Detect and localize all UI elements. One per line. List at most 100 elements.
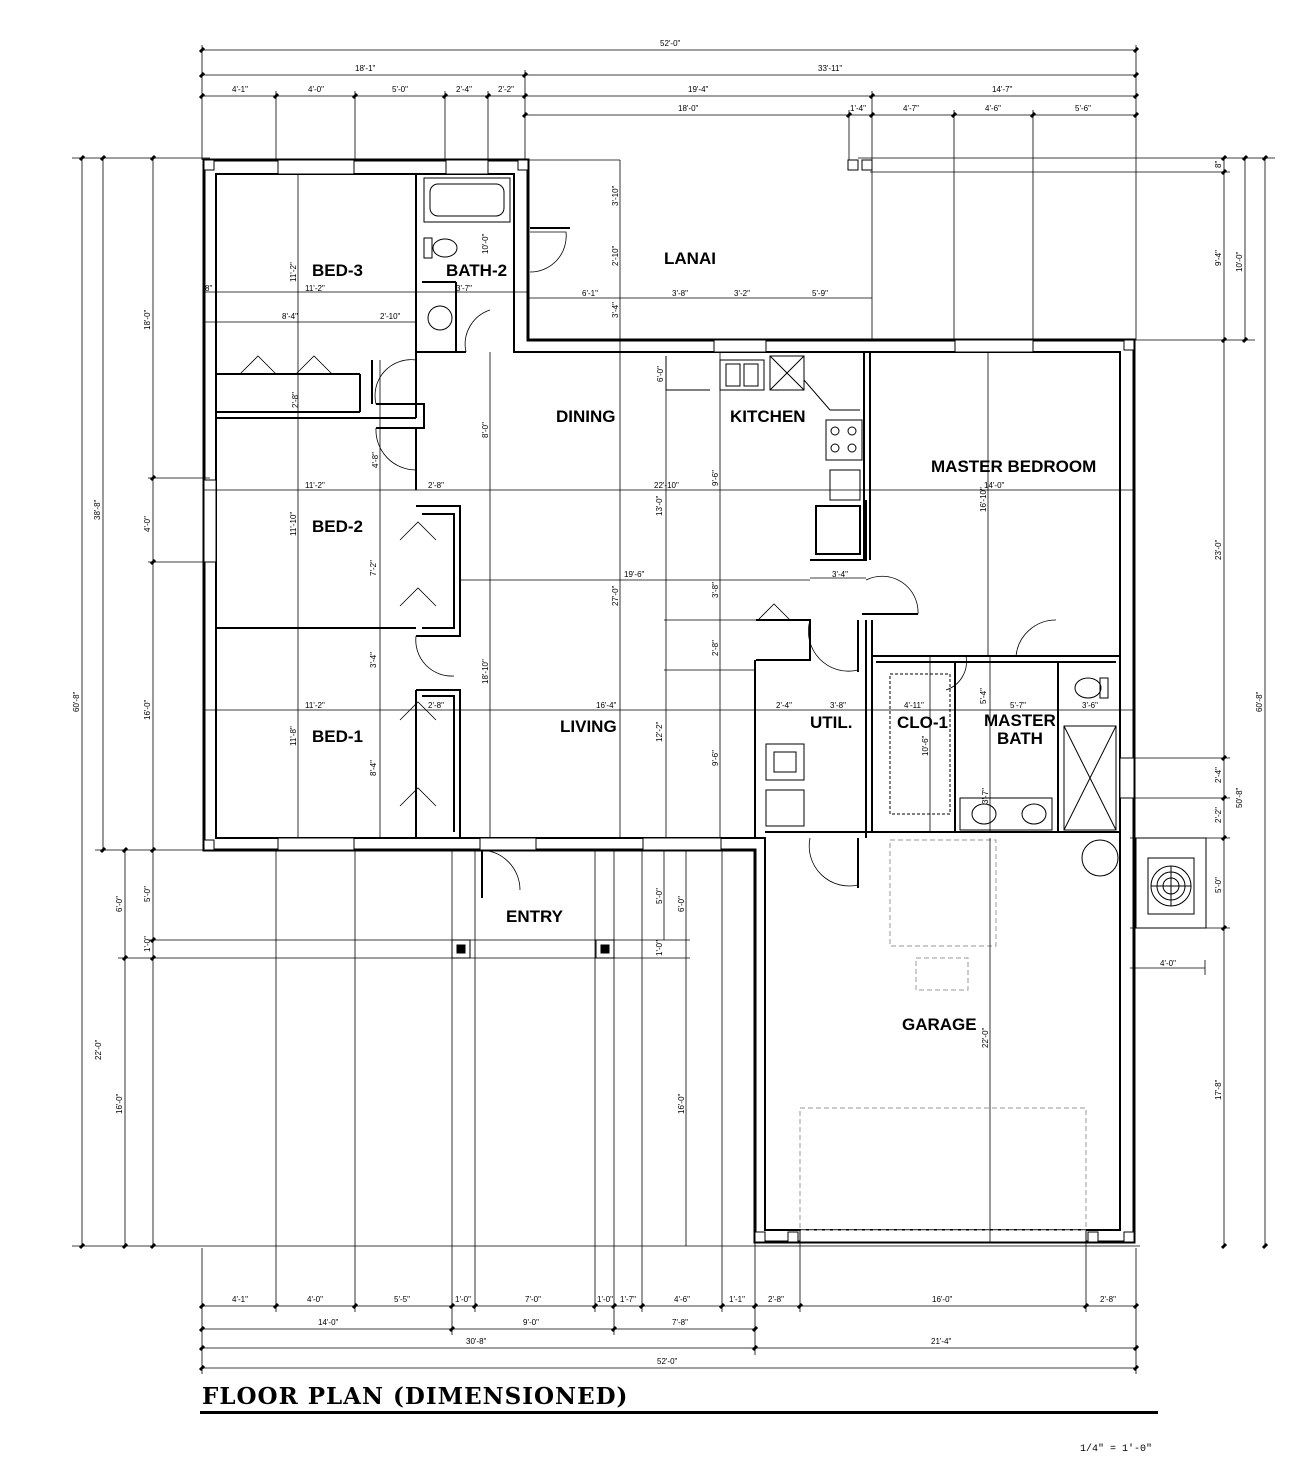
dim-left-upper: 18'-0" [143,309,152,330]
dim-int-10: 2'-10" [611,245,620,266]
dim-int-30: 27'-0" [611,585,620,606]
dim-int-38: 18'-10" [481,659,490,684]
dim-bot-8: 4'-6" [674,1295,690,1304]
dim-top-row4-4: 4'-6" [985,104,1001,113]
title-underline [200,1411,1158,1414]
dim-right-garage: 17'-8" [1214,1079,1223,1100]
interior-dimension-labels: 11'-2" 11'-2" 8'-4" 2'-10" 8" 2'-8" 3'-7… [205,185,1098,1114]
dim-left-post: 1'-0" [143,936,152,952]
dim-bot-4: 1'-0" [455,1295,471,1304]
dim-left-house: 38'-8" [93,499,102,520]
room-label-living: LIVING [560,717,617,736]
dim-int-48: 9'-6" [711,750,720,766]
room-label-util: UTIL. [810,713,853,732]
dim-int-7: 3'-7" [456,284,472,293]
dim-top-row3-2: 4'-0" [308,85,324,94]
dim-int-43: 5'-7" [1010,701,1026,710]
dim-int-12: 6'-1" [582,289,598,298]
dim-top-overall: 52'-0" [660,39,681,48]
dim-right-window2: 2'-2" [1214,807,1223,823]
dim-bot-row3-1: 30'-8" [466,1337,487,1346]
dim-int-19: 11'-2" [305,481,325,490]
dim-right-overall: 60'-8" [1255,691,1264,712]
dim-int-49: 3'-7" [981,788,990,804]
dim-int-16: 6'-0" [656,366,665,382]
dim-int-40: 2'-4" [776,701,792,710]
dim-int-4: 2'-10" [380,312,401,321]
dim-int-45: 5'-4" [979,688,988,704]
room-label-bed-2: BED-2 [312,517,363,536]
dim-right-ac: 5'-0" [1214,877,1223,893]
dim-int-35: 11'-8" [289,726,298,746]
dim-top-row4-3: 4'-7" [903,104,919,113]
dim-int-2: 11'-2" [305,284,325,293]
dim-left-window: 4'-0" [143,516,152,532]
dim-int-6: 2'-8" [291,392,300,408]
dim-int-37: 16'-4" [596,701,617,710]
dim-top-row2-1: 18'-1" [355,64,376,73]
dim-left-garage: 22'-0" [94,1039,103,1060]
dim-int-51: 16'-0" [677,1093,686,1114]
dim-bot-5: 7'-0" [525,1295,541,1304]
dim-bot-12: 2'-8" [1100,1295,1116,1304]
dim-int-47: 8'-4" [369,760,378,776]
dim-int-36: 2'-8" [428,701,444,710]
dim-int-53: 6'-0" [677,896,686,912]
dim-int-3: 8'-4" [282,312,298,321]
dim-int-27: 7'-2" [369,560,378,576]
dim-top-row3-7: 14'-7" [992,85,1013,94]
interior-dimension-lines [204,159,1134,1246]
dim-int-41: 3'-8" [830,701,846,710]
room-label-kitchen: KITCHEN [730,407,806,426]
room-label-entry: ENTRY [506,907,564,926]
room-label-bed-3: BED-3 [312,261,363,280]
dim-bot-1: 4'-1" [232,1295,248,1304]
room-label-master-bath-2: BATH [997,729,1043,748]
dim-int-20: 11'-10" [289,512,298,536]
dim-int-26: 16'-10" [979,487,988,512]
dim-top-row4-5: 5'-6" [1075,104,1091,113]
dim-bot-overall: 52'-0" [657,1357,678,1366]
dim-int-15: 5'-9" [812,289,828,298]
dim-int-46: 10'-6" [921,735,930,756]
dim-top-row4-1: 18'-0" [678,104,699,113]
room-label-dining: DINING [556,407,616,426]
left-dimension-labels: 60'-8" 38'-8" 18'-0" 4'-0" 16'-0" 22'-0"… [72,309,152,1114]
dim-int-34: 11'-2" [305,701,325,710]
dim-int-32: 2'-8" [711,640,720,656]
dim-bot-row2-1: 14'-0" [318,1318,339,1327]
dim-int-33: 3'-4" [369,652,378,668]
dim-int-44: 3'-6" [1082,701,1098,710]
room-label-bath-2: BATH-2 [446,261,507,280]
dim-top-row2-2: 33'-11" [818,64,842,73]
dim-top-row3-5: 2'-2" [498,85,514,94]
dim-int-39: 12'-2" [655,721,664,742]
dim-right-house: 50'-8" [1235,787,1244,808]
dim-int-50: 22'-0" [981,1027,990,1048]
dim-bot-3: 5'-5" [394,1295,410,1304]
fixtures [423,159,1207,959]
dim-left-bottom: 16'-0" [115,1093,124,1114]
dim-int-22: 22'-10" [654,481,679,490]
dim-bot-row2-2: 9'-0" [523,1318,539,1327]
dim-left-porch2: 5'-0" [143,886,152,902]
dim-right-ac-width: 4'-0" [1160,959,1176,968]
interior-walls [216,174,1120,838]
dim-int-11: 3'-4" [611,302,620,318]
dim-left-overall: 60'-8" [72,691,81,712]
dim-right-8in: 8" [1214,161,1223,168]
dim-bot-row2-3: 7'-8" [672,1318,688,1327]
bottom-dimension-labels: 4'-1" 4'-0" 5'-5" 1'-0" 7'-0" 1'-0" 1'-7… [232,1295,1116,1366]
dim-int-23: 13'-0" [655,495,664,516]
room-label-master-bedroom: MASTER BEDROOM [931,457,1096,476]
dim-bot-6: 1'-0" [597,1295,613,1304]
dim-int-5: 8" [205,284,212,293]
room-label-lanai: LANAI [664,249,716,268]
dim-int-31: 3'-8" [711,582,720,598]
bottom-dimension-lines [198,850,1140,1374]
left-dimension-lines [72,154,1140,1250]
dim-int-25: 14'-0" [984,481,1005,490]
dim-top-row3-1: 4'-1" [232,85,248,94]
dim-left-porch: 6'-0" [115,896,124,912]
